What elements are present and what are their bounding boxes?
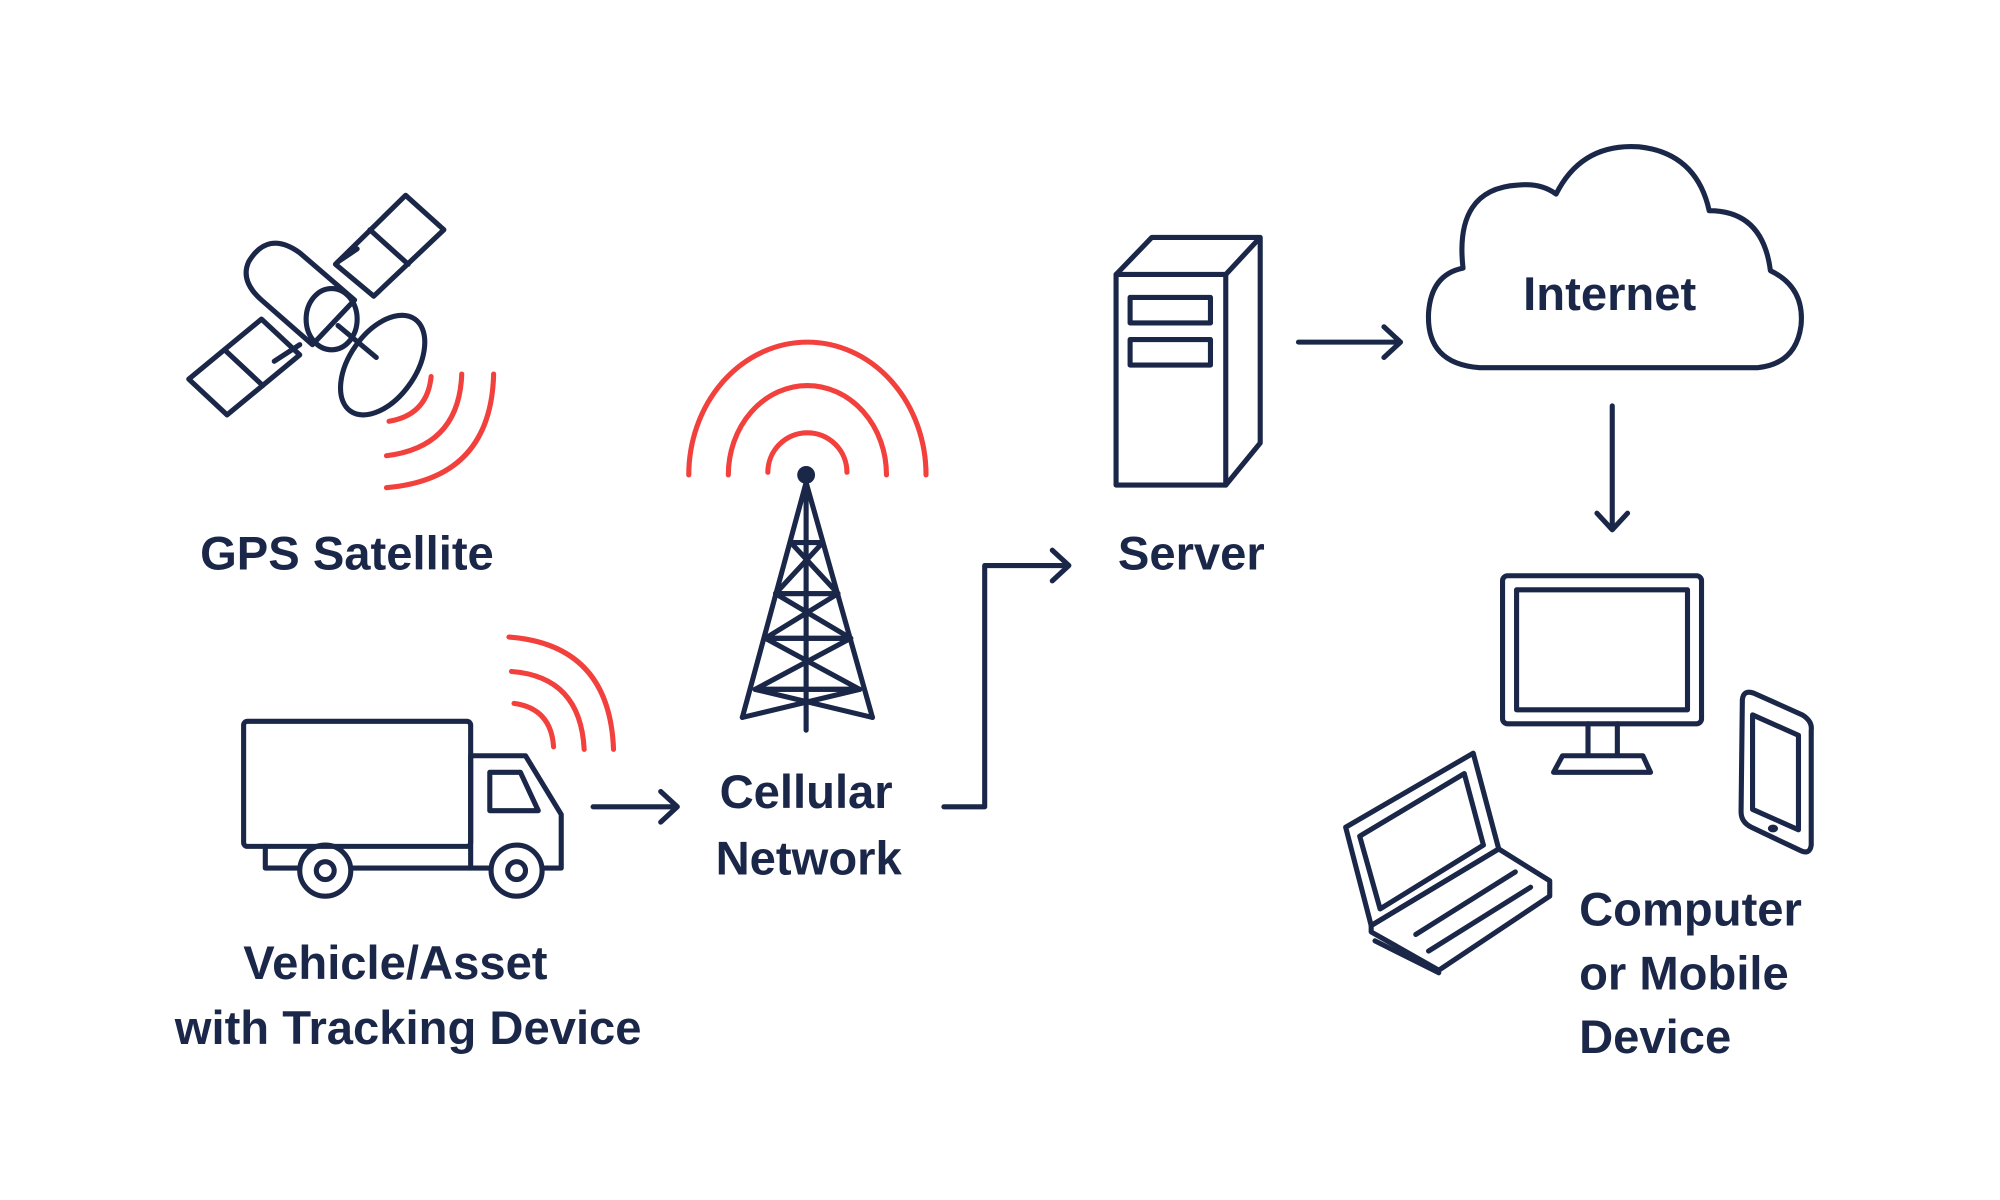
- cellular-label-line1: Cellular: [720, 766, 893, 819]
- arrow-server-to-internet: [1295, 324, 1404, 361]
- devices-label-line1: Computer: [1579, 884, 1802, 937]
- satellite-icon: [186, 192, 447, 418]
- arrow-cellular-to-server: [941, 547, 1072, 810]
- monitor-icon: [1500, 573, 1705, 775]
- truck-signal-icon: [506, 634, 617, 752]
- server-label: Server: [1118, 527, 1265, 580]
- devices-label-line2: or Mobile: [1579, 947, 1789, 1000]
- tower-signal-icon: [686, 339, 929, 478]
- vehicle-label-line2: with Tracking Device: [174, 1002, 642, 1055]
- satellite-signal-icon: [383, 371, 497, 491]
- vehicle-label-line1: Vehicle/Asset: [243, 937, 548, 990]
- devices-label-line3: Device: [1579, 1011, 1731, 1064]
- truck-icon: [241, 718, 564, 899]
- cloud-icon: [1426, 144, 1804, 371]
- cellular-label-line2: Network: [716, 832, 903, 885]
- satellite-label: GPS Satellite: [200, 527, 494, 580]
- arrow-internet-to-devices: [1594, 403, 1631, 533]
- internet-label: Internet: [1523, 268, 1696, 321]
- phone-icon: [1738, 689, 1814, 855]
- cell-tower-icon: [739, 465, 875, 733]
- laptop-icon: [1343, 750, 1553, 976]
- arrow-vehicle-to-cellular: [590, 788, 680, 825]
- server-icon: [1113, 234, 1263, 488]
